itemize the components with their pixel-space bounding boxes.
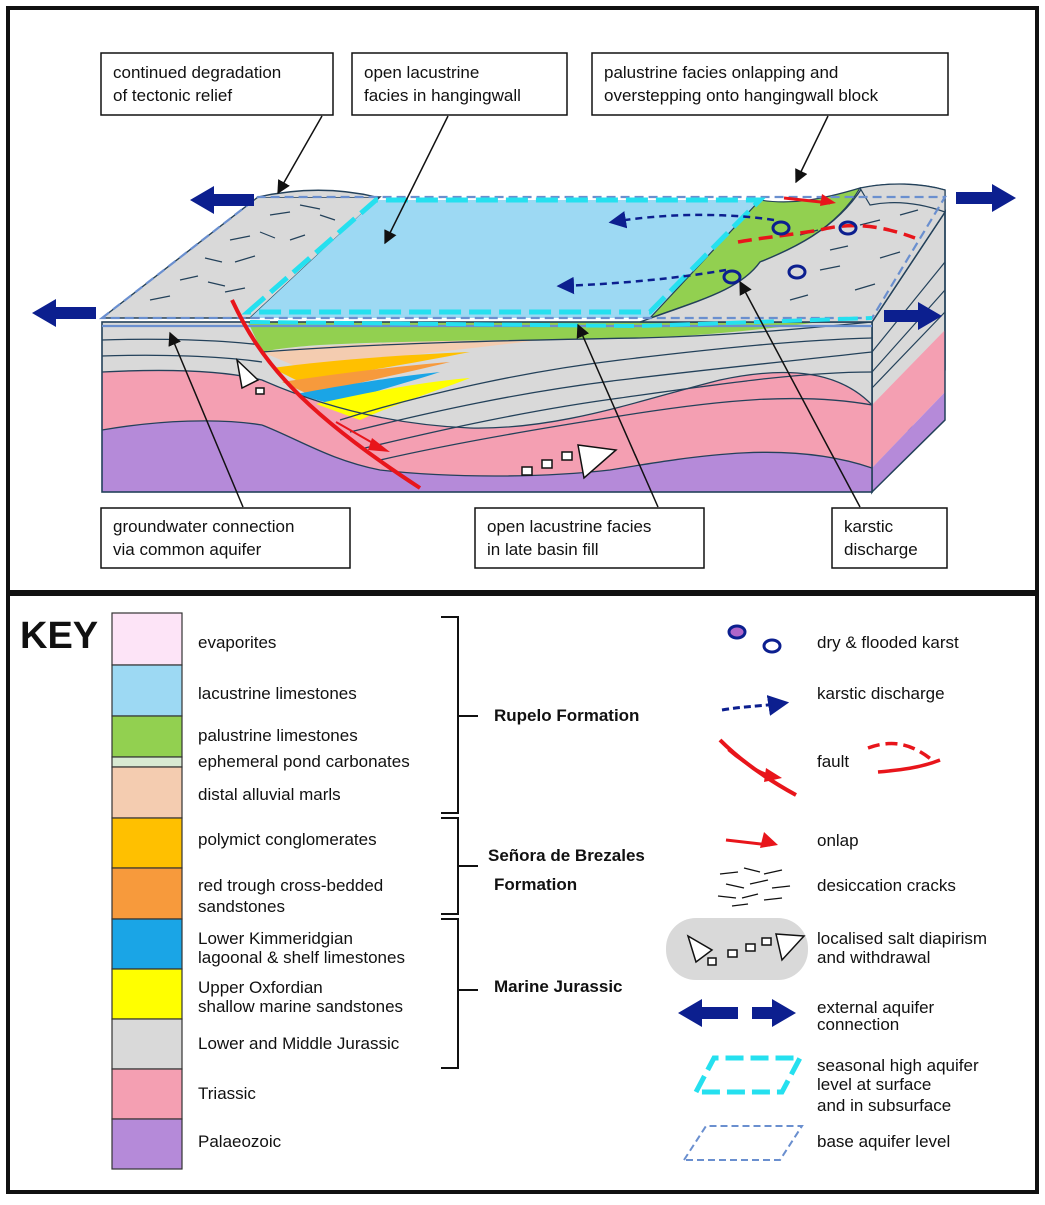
key-swatch-5	[111, 817, 183, 869]
callout-late-fill-line-1: open lacustrine facies	[487, 517, 651, 536]
desiccation-cracks-block	[149, 204, 919, 301]
block-front-face	[102, 322, 872, 492]
salt-diapirism-icon	[666, 918, 808, 980]
key-swatch-11	[111, 1118, 183, 1170]
callout-karstic-line-1: karstic	[844, 517, 894, 536]
karst-features	[722, 220, 858, 285]
callout-palustrine-box	[591, 52, 949, 116]
key-label-3-0: ephemeral pond carbonates	[198, 752, 410, 771]
key-legend: KEY evaporites lacustrine limestones palus…	[20, 612, 987, 1170]
external-aquifer-arrows	[32, 184, 1016, 330]
key-swatch-2	[111, 715, 183, 758]
key-brackets	[441, 616, 478, 1069]
key-label-6-1: sandstones	[198, 897, 285, 916]
key-swatch-0	[111, 612, 183, 666]
block-right-face	[871, 209, 946, 495]
karstic-discharge-upper	[608, 211, 775, 229]
key-label-4-0: distal alluvial marls	[198, 785, 341, 804]
key-swatch-6	[111, 867, 183, 920]
callout-late-fill-box	[474, 507, 705, 569]
key-swatch-9	[111, 1018, 183, 1070]
callout-open-hangingwall-line-1: open lacustrine	[364, 63, 479, 82]
group-senora-line-2: Formation	[494, 875, 577, 894]
fault-icon	[718, 738, 941, 797]
key-units-labels: evaporites lacustrine limestones palustrin…	[198, 633, 410, 1151]
symbol-discharge-label: karstic discharge	[817, 684, 945, 703]
callout-palustrine-line-1: palustrine facies onlapping and	[604, 63, 838, 82]
key-swatch-4	[111, 766, 183, 819]
callout-groundwater-line-2: via common aquifer	[113, 540, 262, 559]
key-swatch-10	[111, 1068, 183, 1120]
callout-groundwater-box	[100, 507, 351, 569]
base-aquifer-level-outline	[98, 195, 947, 320]
key-label-6-0: red trough cross-bedded	[198, 876, 383, 895]
symbol-cracks-label: desiccation cracks	[817, 876, 956, 895]
symbol-karst-label: dry & flooded karst	[817, 633, 959, 652]
callout-degradation-box	[100, 52, 334, 116]
symbol-aquifer-base-label: base aquifer level	[817, 1132, 950, 1151]
symbol-aquifer-ext-label-1: external aquifer	[817, 998, 935, 1017]
flooded-karst-icon	[762, 638, 782, 654]
symbol-salt-label-2: and withdrawal	[817, 948, 930, 967]
callout-open-hangingwall-box	[351, 52, 568, 116]
key-label-0-0: evaporites	[198, 633, 276, 652]
callouts: continued degradation of tectonic relief…	[100, 52, 949, 569]
symbol-aquifer-high-label-3: and in subsurface	[817, 1096, 951, 1115]
key-label-10-0: Triassic	[198, 1084, 256, 1103]
key-units-column	[111, 612, 183, 1170]
karstic-discharge-lower	[556, 268, 727, 295]
key-swatch-3	[111, 756, 183, 768]
key-label-11-0: Palaeozoic	[198, 1132, 282, 1151]
symbol-aquifer-high-label-2: level at surface	[817, 1075, 931, 1094]
key-label-9-0: Lower and Middle Jurassic	[198, 1034, 400, 1053]
callout-karstic-line-2: discharge	[844, 540, 918, 559]
key-title: KEY	[20, 615, 98, 657]
group-rupelo: Rupelo Formation	[494, 706, 639, 725]
callout-karstic-box	[831, 507, 948, 569]
callout-palustrine-line-2: overstepping onto hangingwall block	[604, 86, 879, 105]
callout-degradation-line-2: of tectonic relief	[113, 86, 232, 105]
callout-groundwater-line-1: groundwater connection	[113, 517, 294, 536]
high-aquifer-level-outline	[241, 197, 766, 315]
symbol-salt-label-1: localised salt diapirism	[817, 929, 987, 948]
symbol-fault-label: fault	[817, 752, 849, 771]
symbol-aquifer-ext-label-2: connection	[817, 1015, 899, 1034]
base-aquifer-icon	[682, 1125, 804, 1161]
symbol-onlap-label: onlap	[817, 831, 859, 850]
key-label-7-0: Lower Kimmeridgian	[198, 929, 353, 948]
main-fault	[230, 299, 422, 490]
onlap-icon	[725, 832, 778, 848]
seasonal-high-aquifer-icon	[691, 1055, 805, 1095]
dry-karst-icon	[727, 624, 747, 640]
group-marine: Marine Jurassic	[494, 977, 623, 996]
key-label-1-0: lacustrine limestones	[198, 684, 357, 703]
symbol-aquifer-high-label-1: seasonal high aquifer	[817, 1056, 979, 1075]
group-senora-line-1: Señora de Brezales	[488, 846, 645, 865]
block-diagram	[32, 183, 1016, 495]
callout-degradation-line-1: continued degradation	[113, 63, 281, 82]
key-swatch-7	[111, 918, 183, 970]
karstic-discharge-icon	[721, 695, 790, 716]
block-top-surface	[99, 183, 946, 323]
key-swatch-1	[111, 664, 183, 717]
key-label-5-0: polymict conglomerates	[198, 830, 377, 849]
key-label-7-1: lagoonal & shelf limestones	[198, 948, 405, 967]
key-label-8-0: Upper Oxfordian	[198, 978, 323, 997]
key-label-2-0: palustrine limestones	[198, 726, 358, 745]
external-aquifer-icon	[678, 999, 796, 1027]
key-symbols: dry & flooded karst karstic discharge fa…	[666, 624, 987, 1161]
callout-open-hangingwall-line-2: facies in hangingwall	[364, 86, 521, 105]
key-swatch-8	[111, 968, 183, 1020]
desiccation-cracks-icon	[717, 867, 791, 907]
callout-late-fill-line-2: in late basin fill	[487, 540, 599, 559]
key-label-8-1: shallow marine sandstones	[198, 997, 403, 1016]
